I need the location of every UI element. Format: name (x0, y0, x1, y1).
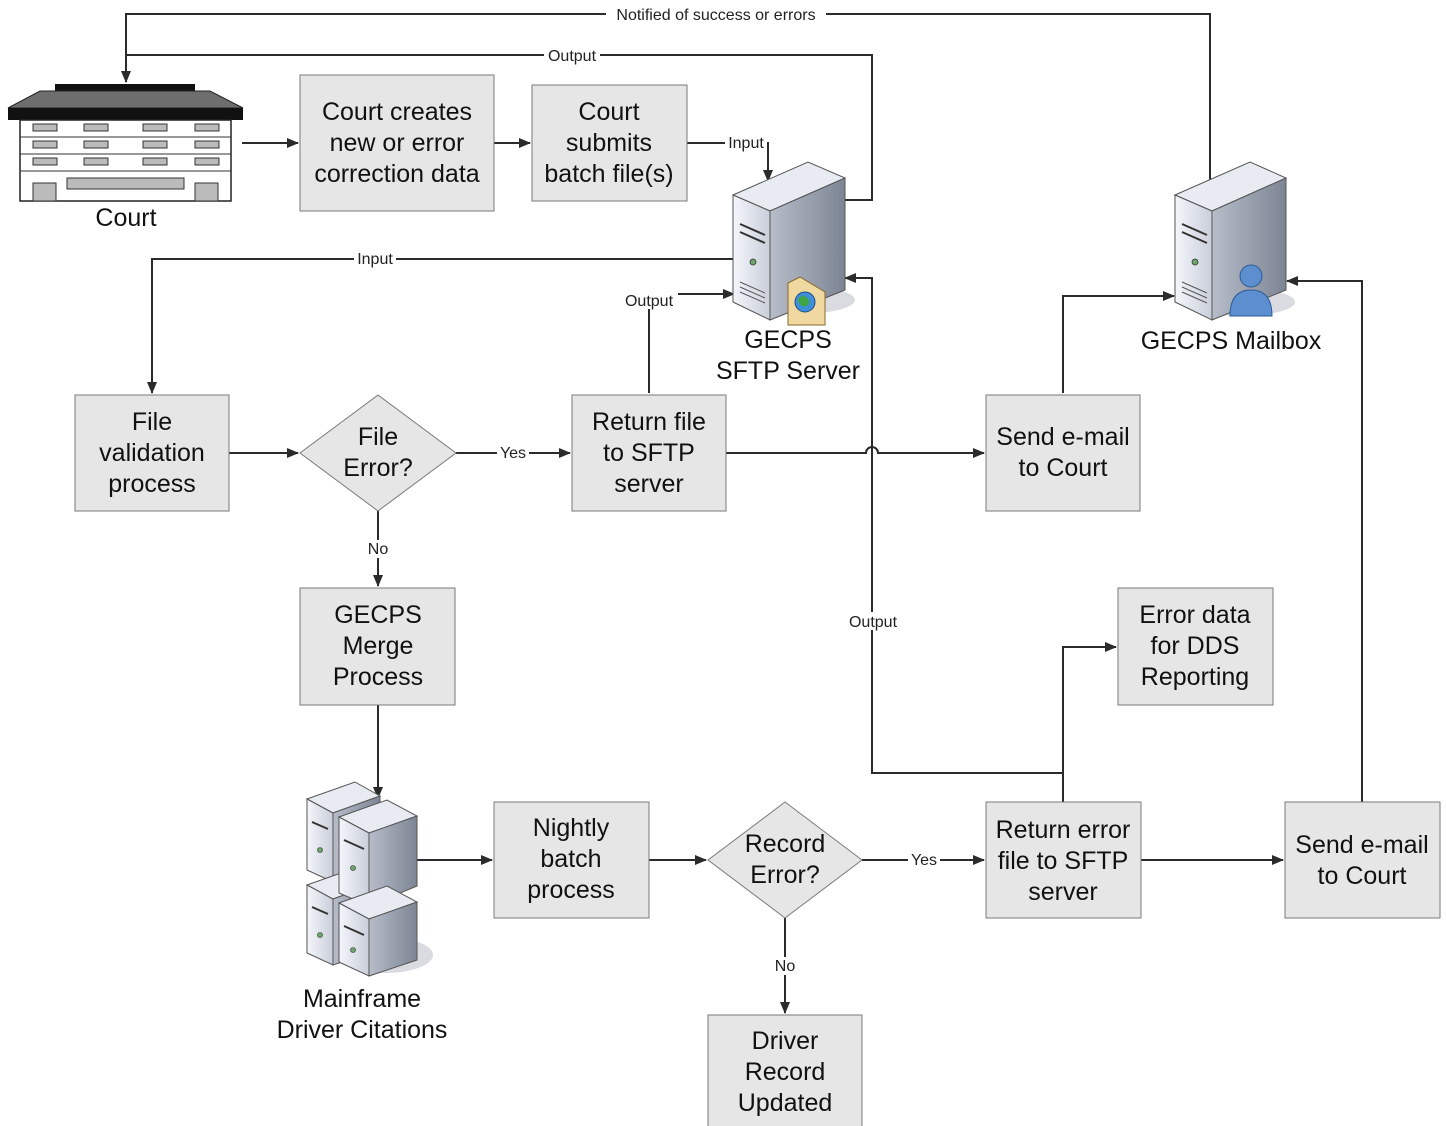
mainframe-label: Mainframe (303, 985, 421, 1013)
node-text-line: Send e-mail (996, 423, 1129, 451)
node-text-line: Send e-mail (1295, 831, 1428, 859)
node-send-email-bottom: Send e-mail to Court (1284, 801, 1441, 919)
node-file-error: File Error? (299, 394, 457, 512)
node-return-file: Return file to SFTP server (571, 394, 727, 512)
node-text-line: Nightly (533, 814, 610, 842)
edge-label-output-top: Output (548, 48, 597, 65)
node-text-line: Merge (343, 632, 414, 660)
edge-label-bg (771, 957, 799, 975)
node-text-line: file to SFTP (998, 847, 1129, 875)
node-text-line: correction data (314, 160, 479, 188)
node-text-line: batch (540, 845, 601, 873)
edge-label-yes-record: Yes (911, 852, 937, 869)
edge-label-no-file: No (368, 541, 389, 558)
edge-input-validation (147, 258, 735, 394)
edge-label-bg (725, 133, 767, 151)
node-text-line: to Court (1019, 454, 1108, 482)
process-nodes: Court creates new or error correction da… (74, 74, 1441, 1126)
edge-label-bg (364, 540, 392, 558)
node-record-error: Record Error? (707, 801, 863, 919)
node-text-line: to SFTP (603, 439, 695, 467)
node-text-line: Return error (996, 816, 1131, 844)
edge-label-yes-file: Yes (500, 445, 526, 462)
node-text-line: Driver (752, 1027, 819, 1055)
node-text-line: submits (566, 129, 652, 157)
node-text-line: for DDS (1151, 632, 1240, 660)
edge-label-bg (606, 5, 826, 23)
edge-label-bg (844, 612, 902, 630)
node-text-line: Record (745, 830, 826, 858)
mail-server-icon (1173, 161, 1295, 321)
node-error-data: Error data for DDS Reporting (1117, 587, 1274, 706)
edge-to-dds (1062, 642, 1117, 773)
edge-return-to-email (726, 446, 985, 458)
edge-label-bg (544, 46, 600, 64)
edge-label-no-record: No (775, 958, 796, 975)
node-text-line: Process (333, 663, 423, 691)
node-text-line: to Court (1318, 862, 1407, 890)
node-text-line: new or error (330, 129, 465, 157)
edge-label-bg (354, 250, 396, 268)
edge-output-top (126, 54, 873, 201)
edge-label-notified: Notified of success or errors (616, 7, 815, 24)
node-text-line: Court (578, 98, 639, 126)
node-text-line: Error? (750, 861, 819, 889)
edge-label-bg (497, 444, 529, 462)
connectors (121, 13, 1363, 1014)
mainframe-label: Driver Citations (277, 1016, 448, 1044)
node-text-line: Return file (592, 408, 706, 436)
node-text-line: Reporting (1141, 663, 1249, 691)
edge-label-input-validation: Input (357, 251, 393, 268)
node-text-line: GECPS (334, 601, 422, 629)
node-file-validation: File validation process (74, 394, 230, 512)
node-text-line: File (358, 423, 398, 451)
node-court-creates: Court creates new or error correction da… (299, 74, 495, 212)
node-text-line: Record (745, 1058, 826, 1086)
sftp-label: SFTP Server (716, 357, 860, 385)
edge-email-to-mailbox-2 (1286, 276, 1363, 802)
node-text-line: Court creates (322, 98, 472, 126)
node-text-line: Updated (738, 1089, 833, 1117)
edge-submit-input (687, 142, 773, 182)
node-text-line: server (1028, 878, 1097, 906)
sftp-label: GECPS (744, 326, 832, 354)
edge-label-output-error: Output (849, 614, 898, 631)
node-text-line: process (108, 470, 196, 498)
node-text-line: Error? (343, 454, 412, 482)
court-label: Court (95, 204, 156, 232)
node-nightly-batch: Nightly batch process (493, 801, 650, 919)
node-gecps-merge: GECPS Merge Process (299, 587, 456, 706)
edge-output-error (844, 273, 1064, 802)
edge-labels: Notified of success or errors Output Inp… (354, 5, 940, 975)
node-return-error: Return error file to SFTP server (985, 801, 1142, 919)
node-text-line: process (527, 876, 615, 904)
node-text-line: File (132, 408, 172, 436)
edge-label-bg (620, 291, 678, 309)
server-icon (731, 161, 855, 326)
node-send-email-top: Send e-mail to Court (985, 394, 1141, 512)
node-court-submits: Court submits batch file(s) (531, 84, 688, 202)
edge-email-to-mailbox (1062, 291, 1175, 393)
node-text-line: batch file(s) (544, 160, 673, 188)
edge-label-bg (908, 851, 940, 869)
node-text-line: server (614, 470, 683, 498)
node-driver-record: Driver Record Updated (707, 1014, 863, 1126)
node-text-line: validation (99, 439, 205, 467)
mainframe-icon (305, 781, 433, 977)
mailbox-label: GECPS Mailbox (1141, 327, 1322, 355)
edge-label-input-submit: Input (728, 135, 764, 152)
edge-label-output-return: Output (625, 293, 674, 310)
courthouse-icon (7, 84, 244, 202)
node-text-line: Error data (1139, 601, 1250, 629)
